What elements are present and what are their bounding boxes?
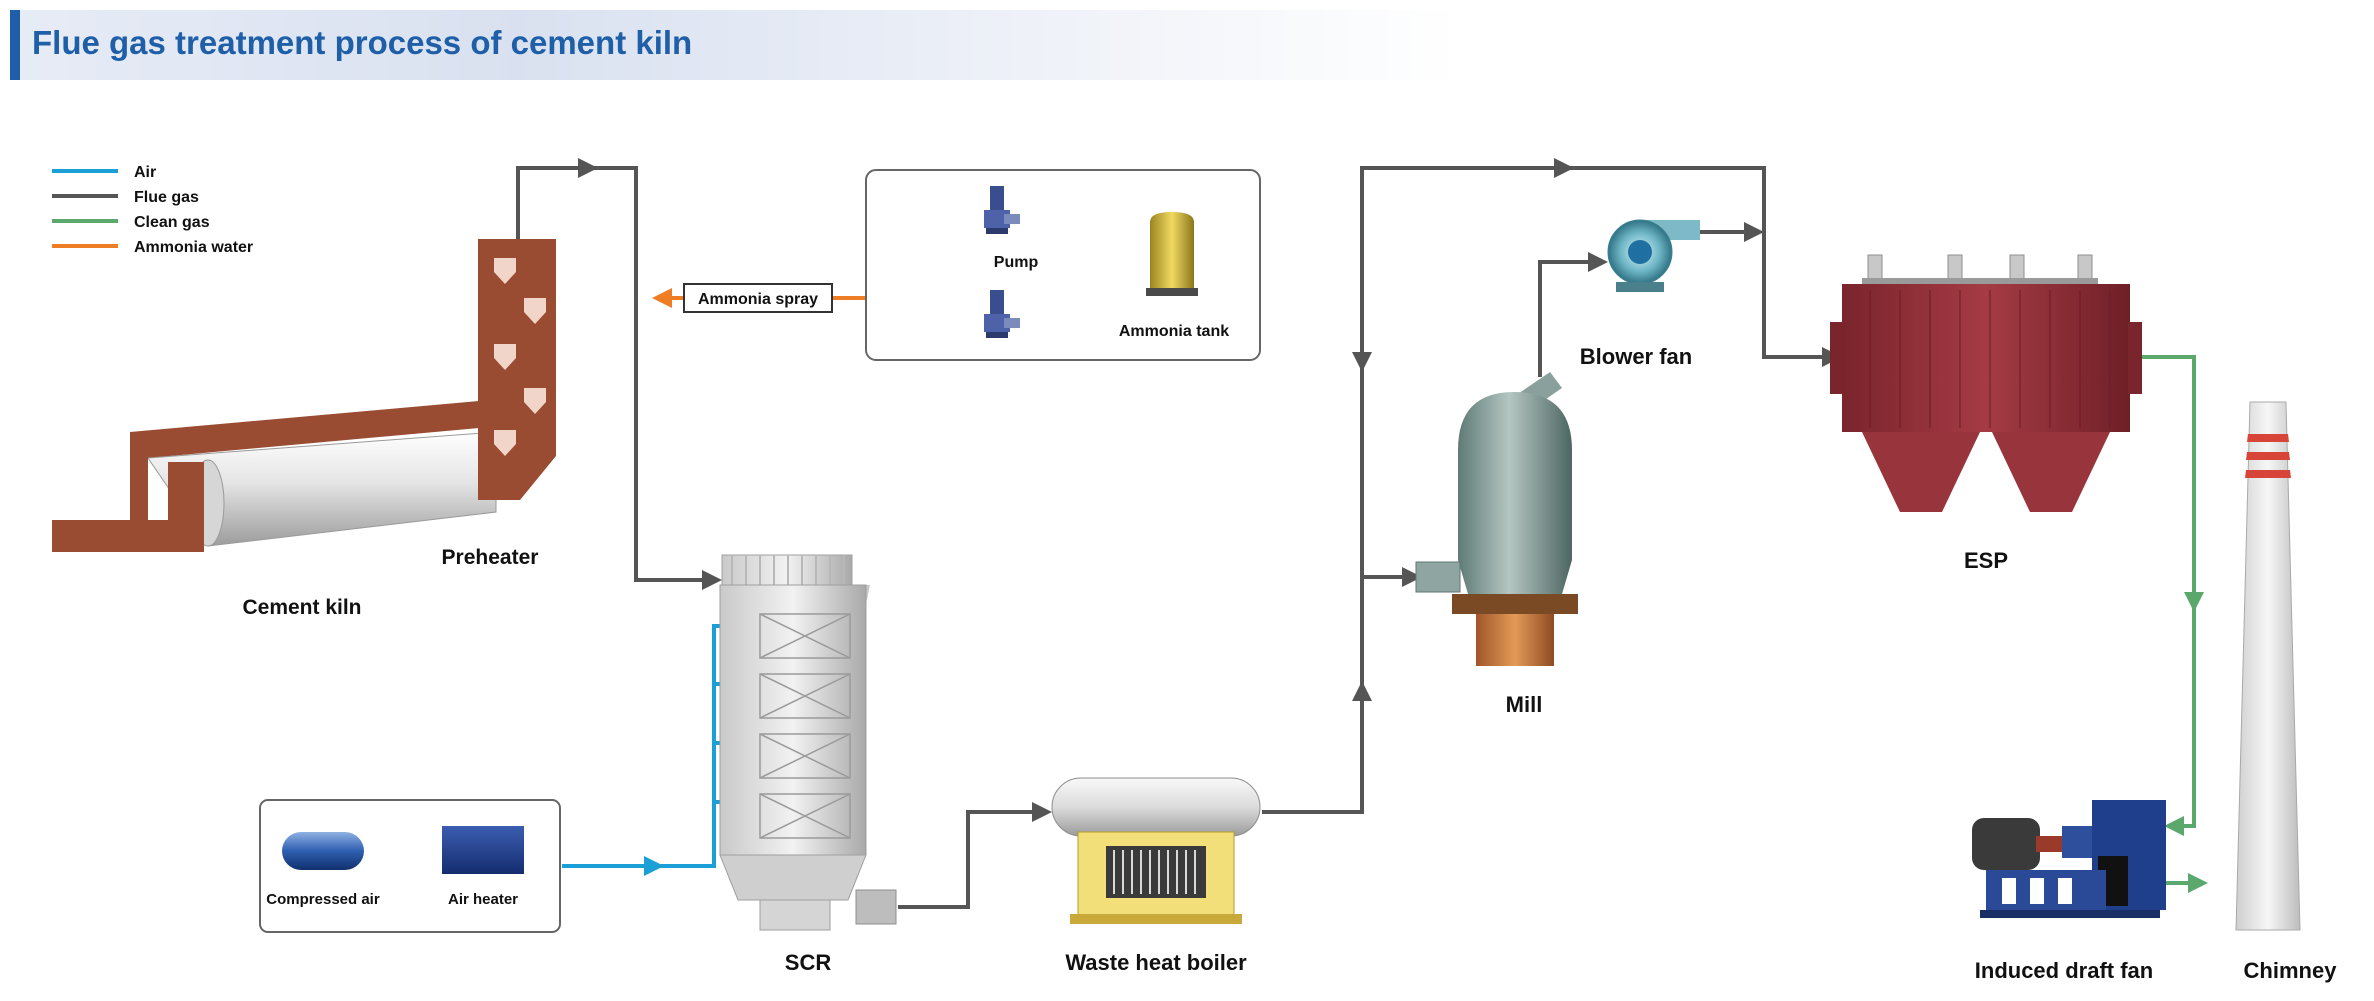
flue-gas-line-boiler-out	[1262, 681, 1372, 814]
compressed-air-label: Compressed air	[266, 891, 380, 908]
chimney-stack	[2235, 401, 2301, 931]
blower-hub	[1628, 240, 1652, 264]
chimney-stripe	[2247, 434, 2289, 442]
compressed-air-tank-icon	[282, 832, 364, 870]
mill-upper-body	[1458, 448, 1572, 560]
mill-inlet	[1415, 561, 1461, 593]
legend-label: Ammonia water	[134, 239, 253, 256]
flue-gas-line-scr-to-boiler	[898, 802, 1052, 909]
page-title: Flue gas treatment process of cement kil…	[32, 24, 693, 61]
esp	[1830, 254, 2142, 512]
scr-outlet	[759, 899, 831, 931]
air-heater-label: Air heater	[448, 891, 518, 908]
flue-gas-line-preheater-out	[516, 158, 598, 239]
id-fan-motor	[1972, 818, 2040, 870]
scr-body	[719, 584, 867, 856]
legend: Air Flue gas Clean gas Ammonia water	[52, 164, 253, 256]
boiler-drum	[1051, 777, 1261, 837]
id-fan-coupling	[2036, 836, 2064, 852]
chimney-stripe	[2245, 470, 2291, 478]
title-banner: Flue gas treatment process of cement kil…	[10, 10, 1460, 80]
blower-fan-label: Blower fan	[1580, 344, 1692, 369]
ammonia-unit: Pump Ammonia tank	[865, 169, 1261, 361]
legend-label: Flue gas	[134, 189, 199, 206]
kiln-left-leg	[130, 432, 148, 530]
preheater-tower	[478, 239, 556, 500]
ammonia-spray-frame	[683, 283, 833, 313]
id-fan-skid	[1980, 910, 2160, 918]
esp-label: ESP	[1964, 548, 2008, 573]
scr-hopper	[719, 854, 867, 901]
scr-catalyst-layers	[759, 613, 851, 839]
mill-base-plate	[1452, 594, 1578, 614]
flue-gas-line-mill-to-blower	[1538, 252, 1608, 377]
clean-gas-line-to-id-fan	[2164, 600, 2196, 836]
blower-fan	[1607, 219, 1700, 292]
legend-label: Clean gas	[134, 214, 210, 231]
id-fan-base-openings	[2002, 878, 2072, 904]
preheater-cyclones	[494, 258, 546, 456]
cement-kiln-label: Cement kiln	[242, 596, 361, 619]
legend-item: Ammonia water	[52, 239, 253, 256]
legend-label: Air	[134, 164, 156, 181]
legend-item: Clean gas	[52, 214, 210, 231]
esp-hopper-right	[1992, 432, 2110, 512]
pump-icon	[984, 290, 1020, 338]
esp-insulators	[1867, 254, 2093, 284]
mill-dome	[1458, 392, 1572, 450]
ammonia-tank-icon	[1146, 212, 1198, 296]
induced-draft-fan	[1972, 800, 2166, 918]
boiler-grille	[1106, 846, 1206, 898]
mill-gearbox	[1476, 614, 1554, 666]
flue-gas-line-to-scr	[586, 166, 722, 590]
pump-label: Pump	[994, 254, 1039, 271]
chimney	[2235, 401, 2301, 931]
chimney-label: Chimney	[2244, 958, 2338, 983]
esp-hopper-left	[1862, 432, 1980, 512]
kiln-base	[52, 520, 204, 552]
scr-top-fins	[731, 555, 845, 585]
chimney-stripe	[2246, 452, 2290, 460]
mill-label: Mill	[1506, 692, 1543, 717]
title-accent-bar	[10, 10, 20, 80]
boiler-base	[1070, 914, 1242, 924]
cement-kiln	[52, 400, 497, 552]
ammonia-spray-box: Ammonia spray	[683, 283, 833, 313]
legend-item: Flue gas	[52, 189, 199, 206]
waste-heat-boiler	[1051, 777, 1261, 924]
mill	[1415, 372, 1578, 666]
esp-roof-rail	[1862, 278, 2098, 286]
esp-outlet-flange	[2128, 322, 2142, 394]
esp-body-ribs	[1869, 290, 2111, 428]
blower-base	[1616, 282, 1664, 292]
induced-draft-fan-label: Induced draft fan	[1975, 958, 2153, 983]
flue-gas-line-bypass-to-esp	[1360, 166, 1842, 695]
air-supply-unit: Compressed air Air heater	[259, 799, 561, 933]
scr-label: SCR	[785, 950, 832, 975]
kiln-upper-duct	[130, 400, 490, 458]
waste-heat-boiler-label: Waste heat boiler	[1065, 950, 1247, 975]
clean-gas-line-esp-down	[2138, 355, 2204, 612]
ammonia-tank-label: Ammonia tank	[1119, 323, 1229, 340]
scr-reactor	[719, 554, 897, 931]
preheater	[478, 239, 556, 500]
scr-outlet-duct	[855, 889, 897, 925]
ammonia-spray-label: Ammonia spray	[698, 291, 818, 308]
pump-icon	[984, 186, 1020, 234]
preheater-label: Preheater	[442, 546, 539, 569]
boiler-grille-bars	[1113, 850, 1196, 894]
esp-body	[1842, 284, 2130, 432]
air-heater-icon	[442, 826, 524, 874]
legend-item: Air	[52, 164, 156, 181]
mill-lower-body	[1458, 560, 1572, 594]
esp-inlet-flange	[1830, 322, 1844, 394]
